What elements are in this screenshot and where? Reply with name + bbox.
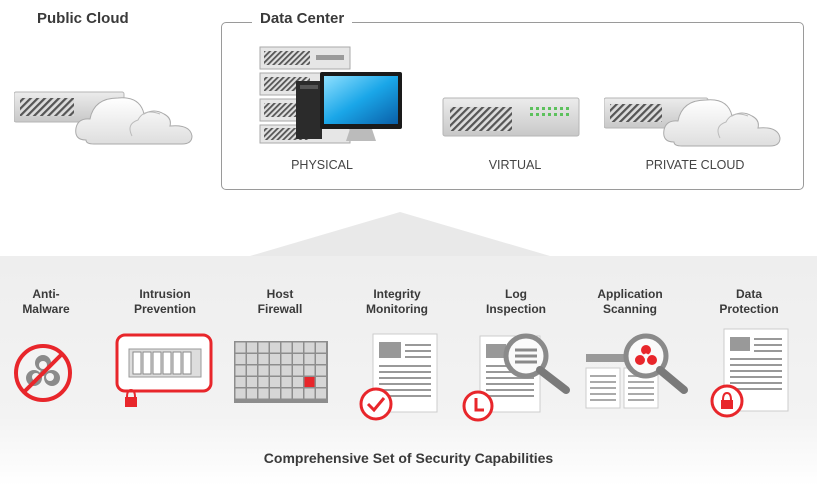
firewall-cell bbox=[281, 388, 292, 399]
firewall-cell bbox=[293, 342, 303, 353]
firewall-grid-icon: /* grid cells */ bbox=[234, 341, 328, 403]
firewall-cell bbox=[235, 342, 246, 353]
firewall-cell bbox=[281, 354, 292, 364]
firewall-cell bbox=[316, 365, 326, 376]
firewall-cell bbox=[270, 342, 280, 353]
firewall-cell bbox=[258, 388, 269, 399]
firewall-cell bbox=[293, 388, 303, 399]
intrusion-prevention-appliance-icon bbox=[115, 333, 215, 409]
data-center-title: Data Center bbox=[252, 10, 353, 27]
public-cloud-title: Public Cloud bbox=[37, 10, 129, 27]
public-cloud-icon bbox=[14, 78, 199, 150]
data-center-label-private-cloud: PRIVATE CLOUD bbox=[645, 158, 745, 172]
capability-label-host-firewall: Host Firewall bbox=[257, 287, 303, 316]
firewall-cell bbox=[247, 342, 257, 353]
firewall-cell bbox=[316, 377, 326, 387]
firewall-cell bbox=[304, 365, 315, 376]
capability-label-data-protection: Data Protection bbox=[719, 287, 779, 316]
firewall-cell bbox=[235, 365, 246, 376]
connector-triangle bbox=[250, 212, 550, 258]
document-magnifier-biohazard-icon bbox=[584, 330, 694, 412]
firewall-cell bbox=[235, 354, 246, 364]
firewall-cell bbox=[270, 377, 280, 387]
document-lock-icon bbox=[708, 325, 798, 425]
firewall-cell bbox=[258, 377, 269, 387]
firewall-cell bbox=[270, 388, 280, 399]
firewall-blocked-cell bbox=[304, 377, 315, 387]
data-center-box bbox=[221, 22, 804, 190]
firewall-cell bbox=[304, 388, 315, 399]
firewall-cell bbox=[235, 377, 246, 387]
document-magnifier-clock-icon bbox=[458, 328, 578, 424]
data-center-label-virtual: VIRTUAL bbox=[488, 158, 542, 172]
firewall-cell bbox=[247, 365, 257, 376]
capability-label-intrusion-prevention: Intrusion Prevention bbox=[133, 287, 196, 316]
firewall-cell bbox=[258, 342, 269, 353]
firewall-cell bbox=[293, 354, 303, 364]
firewall-cell bbox=[247, 388, 257, 399]
capability-label-log-inspection: Log Inspection bbox=[485, 287, 546, 316]
firewall-cell bbox=[247, 377, 257, 387]
firewall-cell bbox=[293, 365, 303, 376]
firewall-cell bbox=[316, 342, 326, 353]
firewall-cell bbox=[281, 342, 292, 353]
firewall-cell bbox=[247, 354, 257, 364]
capability-label-integrity-monitoring: Integrity Monitoring bbox=[366, 287, 428, 316]
firewall-cell bbox=[316, 354, 326, 364]
capability-label-application-scanning: Application Scanning bbox=[597, 287, 663, 316]
footer-caption: Comprehensive Set of Security Capabiliti… bbox=[263, 450, 554, 466]
firewall-cell bbox=[304, 354, 315, 364]
firewall-cell bbox=[270, 365, 280, 376]
firewall-cell bbox=[235, 388, 246, 399]
data-center-label-physical: PHYSICAL bbox=[291, 158, 353, 172]
firewall-cell bbox=[304, 342, 315, 353]
server-and-monitor-icon bbox=[258, 45, 408, 145]
firewall-cell bbox=[316, 388, 326, 399]
private-cloud-icon bbox=[604, 80, 784, 150]
firewall-cell bbox=[281, 365, 292, 376]
firewall-cell bbox=[281, 377, 292, 387]
capability-label-anti-malware: Anti- Malware bbox=[22, 287, 70, 316]
document-checkmark-icon bbox=[357, 332, 447, 424]
firewall-cell bbox=[258, 365, 269, 376]
firewall-cell bbox=[270, 354, 280, 364]
virtual-appliance-icon bbox=[442, 97, 580, 139]
firewall-cell bbox=[293, 377, 303, 387]
firewall-cell bbox=[258, 354, 269, 364]
biohazard-prohibited-icon bbox=[12, 342, 74, 404]
